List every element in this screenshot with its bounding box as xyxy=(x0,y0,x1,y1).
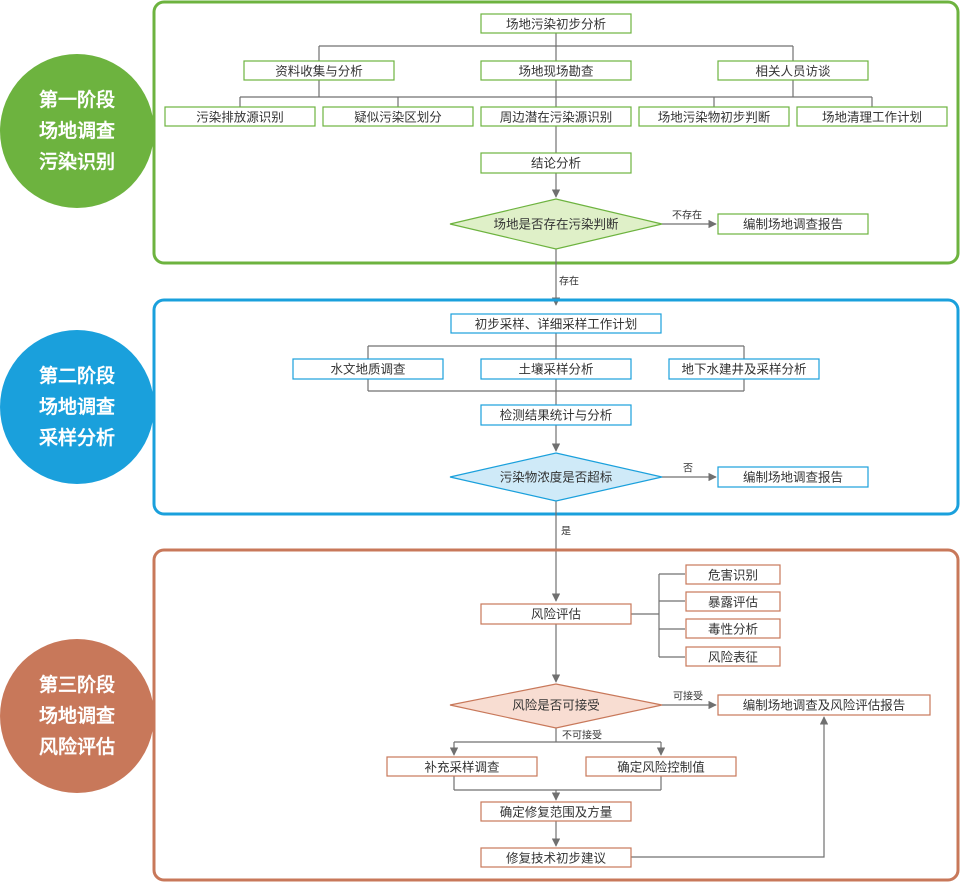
stage3-risk-item-2: 毒性分析 xyxy=(685,618,781,639)
stage2-row1-box-2: 地下水建井及采样分析 xyxy=(668,358,820,380)
stage1-row2-box-1: 疑似污染区划分 xyxy=(322,106,474,127)
stage3-connectors xyxy=(449,573,829,858)
stage2-top-box: 初步采样、详细采样工作计划 xyxy=(450,313,662,334)
stage2-no-result-box: 编制场地调查报告 xyxy=(717,466,869,488)
stage2-row1-box-0: 水文地质调查 xyxy=(292,358,444,380)
stage2-circle-line2: 场地调查 xyxy=(39,395,116,418)
stage3-tech-box: 修复技术初步建议 xyxy=(480,847,632,868)
stage3-risk-item-label-3: 风险表征 xyxy=(708,650,759,665)
stage2-no-label: 否 xyxy=(683,463,693,475)
stage1-row2-label-1: 疑似污染区划分 xyxy=(354,110,442,125)
stage3-circle-line3: 风险评估 xyxy=(39,735,115,758)
stage3-decision-diamond: 风险是否可接受 xyxy=(449,683,663,729)
stage3-risk-item-label-0: 危害识别 xyxy=(708,568,758,583)
stage2-stats-box: 检测结果统计与分析 xyxy=(480,404,632,426)
stage3-right-box: 确定风险控制值 xyxy=(585,756,737,777)
stage1-conclusion-label: 结论分析 xyxy=(531,156,581,171)
stage3-risk-item-label-1: 暴露评估 xyxy=(708,595,758,610)
stage1-circle: 第一阶段 场地调查 污染识别 xyxy=(0,54,154,208)
stage3-risk-item-label-2: 毒性分析 xyxy=(708,622,758,637)
stage2-circle-line1: 第二阶段 xyxy=(39,364,116,387)
stage2-decision-diamond: 污染物浓度是否超标 xyxy=(449,452,663,502)
stage1-row2-box-3: 场地污染物初步判断 xyxy=(638,106,790,127)
stage3-accept-result-label: 编制场地调查及风险评估报告 xyxy=(743,698,906,713)
stage1-top-label: 场地污染初步分析 xyxy=(506,17,606,32)
stage2-row1-label-2: 地下水建井及采样分析 xyxy=(681,362,806,377)
stage3-risk-box: 风险评估 xyxy=(480,603,632,625)
stage1-row1-label-1: 场地现场勘查 xyxy=(518,64,594,79)
stage1-row1-box-1: 场地现场勘查 xyxy=(480,60,632,81)
stage1-top-box: 场地污染初步分析 xyxy=(480,13,632,34)
stage1-row2-label-3: 场地污染物初步判断 xyxy=(658,110,771,125)
stage2-yes-label: 是 xyxy=(561,526,571,538)
stage3-left-box: 补充采样调查 xyxy=(386,756,538,777)
stage2-no-result-label: 编制场地调查报告 xyxy=(743,470,843,485)
stage1-row1-label-2: 相关人员访谈 xyxy=(755,64,831,79)
stage1-decision-diamond: 场地是否存在污染判断 xyxy=(449,198,663,250)
stage3-reject-label: 不可接受 xyxy=(562,729,602,742)
stage3-circle: 第三阶段 场地调查 风险评估 xyxy=(0,639,154,793)
stage1-row2-box-0: 污染排放源识别 xyxy=(164,106,316,127)
stage2-row1-box-1: 土壤采样分析 xyxy=(480,358,632,380)
stage2-circle-line3: 采样分析 xyxy=(39,426,115,449)
stage2-top-label: 初步采样、详细采样工作计划 xyxy=(475,317,638,332)
stage3-circle-line1: 第三阶段 xyxy=(39,673,116,696)
stage1-decision-label: 场地是否存在污染判断 xyxy=(493,217,618,232)
stage1-row2-box-4: 场地清理工作计划 xyxy=(796,106,948,127)
stage2-decision-label: 污染物浓度是否超标 xyxy=(500,470,613,485)
stage3-accept-result-box: 编制场地调查及风险评估报告 xyxy=(717,694,931,716)
stage3-risk-label: 风险评估 xyxy=(531,607,581,622)
stage1-no-label: 不存在 xyxy=(672,209,702,222)
stage1-conclusion-box: 结论分析 xyxy=(480,152,632,174)
stage3-scope-label: 确定修复范围及方量 xyxy=(500,805,613,820)
stage3-right-label: 确定风险控制值 xyxy=(617,760,705,775)
stage2-stats-label: 检测结果统计与分析 xyxy=(500,408,613,423)
stage1-row2-label-2: 周边潜在污染源识别 xyxy=(500,110,613,125)
stage2-circle: 第二阶段 场地调查 采样分析 xyxy=(0,330,154,484)
stage1-circle-line2: 场地调查 xyxy=(39,119,116,142)
stage1-row2-label-4: 场地清理工作计划 xyxy=(822,110,922,125)
stage1-row1-box-2: 相关人员访谈 xyxy=(717,60,869,81)
stage1-row2-box-2: 周边潜在污染源识别 xyxy=(480,106,632,127)
stage2-row1-label-0: 水文地质调查 xyxy=(330,362,406,377)
stage2-row1-label-1: 土壤采样分析 xyxy=(518,362,593,377)
stage1-circle-line3: 污染识别 xyxy=(39,150,115,173)
stage1-connectors xyxy=(239,33,873,306)
stage3-risk-item-1: 暴露评估 xyxy=(685,591,781,612)
stage1-no-result-label: 编制场地调查报告 xyxy=(743,217,843,232)
stage3-circle-line2: 场地调查 xyxy=(39,704,116,727)
stage1-no-result-box: 编制场地调查报告 xyxy=(717,213,869,235)
stage3-risk-item-3: 风险表征 xyxy=(685,646,781,667)
stage3-scope-box: 确定修复范围及方量 xyxy=(480,801,632,822)
stage1-row2-label-0: 污染排放源识别 xyxy=(196,110,284,125)
stage3-frame xyxy=(152,548,960,882)
stage3-risk-item-0: 危害识别 xyxy=(685,564,781,585)
stage3-left-label: 补充采样调查 xyxy=(424,760,500,775)
stage3-accept-label: 可接受 xyxy=(673,690,703,703)
stage1-row1-box-0: 资料收集与分析 xyxy=(243,60,395,81)
stage3-decision-label: 风险是否可接受 xyxy=(512,698,600,713)
stage1-yes-label: 存在 xyxy=(559,275,579,288)
stage1-circle-line1: 第一阶段 xyxy=(39,88,116,111)
stage1-row1-label-0: 资料收集与分析 xyxy=(275,64,363,79)
stage3-tech-label: 修复技术初步建议 xyxy=(506,851,607,866)
